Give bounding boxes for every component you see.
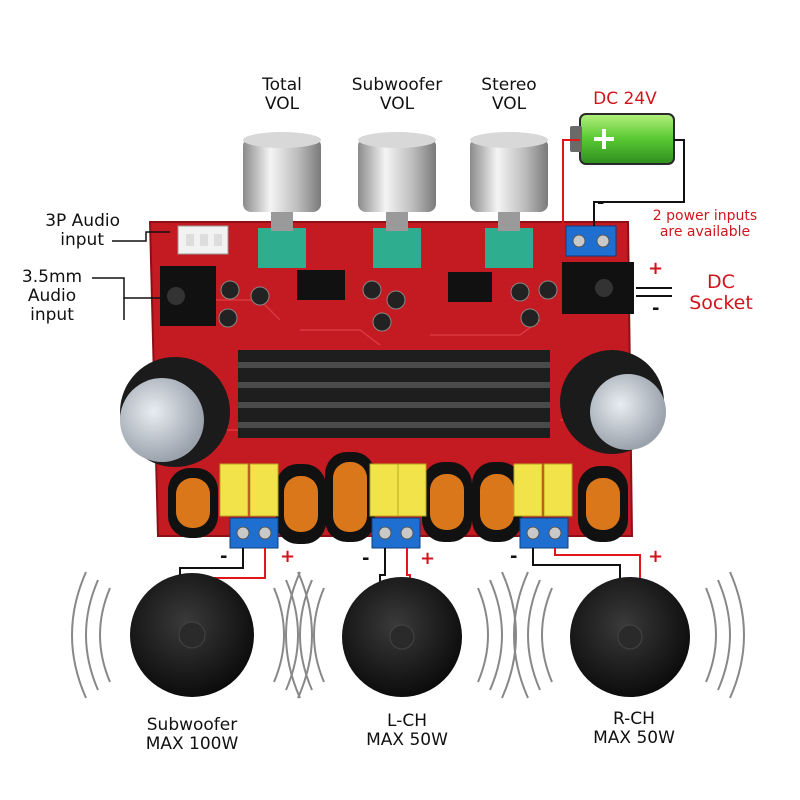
label-leaders	[92, 231, 170, 320]
film-capacitors	[219, 463, 573, 517]
lch-positive-sign: +	[420, 548, 436, 569]
lch-negative-sign: -	[362, 548, 370, 569]
rch-positive-sign: +	[648, 546, 664, 567]
speaker-rch-label-line2: MAX 50W	[593, 728, 675, 748]
speaker-lch-label-line2: MAX 50W	[366, 730, 448, 750]
stereo-vol-label-line2: VOL	[491, 94, 527, 114]
power-inputs-note: 2 power inputs are available	[640, 208, 770, 240]
audio-35mm-label-line1: 3.5mm	[21, 267, 83, 287]
dc-socket-positive-sign: +	[648, 258, 664, 279]
ic-chip	[448, 272, 492, 302]
total-vol-label-line2: VOL	[264, 94, 300, 114]
sub-negative-sign: -	[220, 546, 228, 567]
dc-socket-negative-sign: -	[652, 298, 660, 319]
inductor-coils	[168, 452, 628, 544]
power-terminal[interactable]	[565, 225, 617, 257]
battery-negative-sign: -	[597, 192, 605, 213]
audio-35mm-label-line2: Audio	[27, 286, 77, 306]
3-5mm-audio-jack[interactable]	[160, 266, 216, 326]
speaker-rch-label-line1: R-CH	[613, 709, 655, 729]
capacitor-right	[560, 350, 666, 454]
speaker-lch	[285, 571, 517, 699]
audio-3p-label-line1: 3P Audio	[45, 211, 120, 231]
heatsink	[238, 350, 550, 438]
power-inputs-note-line2: are available	[659, 224, 751, 240]
total-vol-label: Total VOL	[237, 76, 327, 114]
sub-positive-sign: +	[280, 546, 296, 567]
subwoofer-vol-label-line1: Subwoofer	[351, 75, 443, 95]
3p-audio-connector[interactable]	[177, 225, 229, 255]
battery-icon	[570, 113, 675, 165]
audio-35mm-label-line3: input	[30, 305, 74, 325]
stereo-vol-label: Stereo VOL	[464, 76, 554, 114]
ic-chip	[297, 270, 345, 300]
speaker-subwoofer-label-line1: Subwoofer	[146, 715, 238, 735]
speaker-rch	[513, 571, 745, 699]
subwoofer-vol-label: Subwoofer VOL	[332, 76, 462, 114]
rch-negative-sign: -	[510, 546, 518, 567]
subwoofer-vol-knob[interactable]	[358, 132, 436, 268]
small-capacitors	[218, 280, 558, 332]
total-vol-knob[interactable]	[243, 132, 321, 268]
audio-3p-label: 3P Audio input	[2, 212, 120, 250]
dc-socket-label: DC Socket	[678, 272, 764, 314]
dc-24v-label: DC 24V	[593, 89, 657, 109]
speaker-lch-label: L-CH MAX 50W	[347, 712, 467, 750]
speaker-rch-label: R-CH MAX 50W	[574, 710, 694, 748]
power-inputs-note-line1: 2 power inputs	[652, 208, 758, 224]
speaker-subwoofer-label-line2: MAX 100W	[145, 734, 239, 754]
power-wire-negative	[593, 139, 685, 226]
speaker-terminal-sub[interactable]	[229, 517, 279, 549]
dc-socket-label-line1: DC	[707, 271, 735, 293]
stereo-vol-knob[interactable]	[470, 132, 548, 268]
speaker-lch-label-line1: L-CH	[387, 711, 427, 731]
capacitor-left	[120, 357, 230, 467]
dc-socket[interactable]	[562, 262, 634, 314]
stereo-vol-label-line1: Stereo	[481, 75, 537, 95]
speaker-terminal-rch[interactable]	[519, 517, 569, 549]
subwoofer-vol-label-line2: VOL	[379, 94, 415, 114]
audio-3p-label-line2: input	[60, 230, 104, 250]
audio-35mm-label: 3.5mm Audio input	[10, 268, 94, 325]
dc-socket-label-line2: Socket	[689, 292, 753, 314]
speaker-subwoofer-label: Subwoofer MAX 100W	[122, 716, 262, 754]
speaker-terminal-lch[interactable]	[371, 517, 421, 549]
speaker-subwoofer	[71, 571, 313, 699]
dc-socket-polarity-symbol	[636, 287, 672, 297]
total-vol-label-line1: Total	[262, 75, 302, 95]
power-wire-positive	[562, 139, 580, 226]
